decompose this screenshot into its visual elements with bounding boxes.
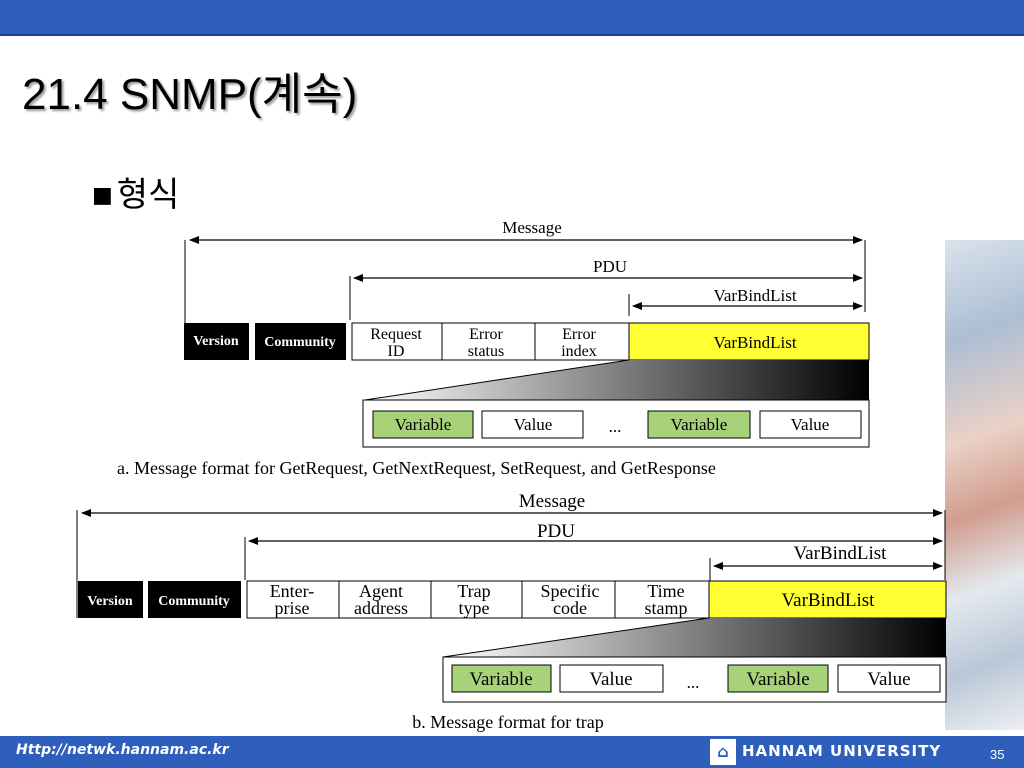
pdu-label: PDU [593,257,627,276]
varbind-variable [451,664,552,693]
field-label-line: code [553,598,587,618]
field-label-line: Enter- [270,581,315,601]
footer-university: HANNAM UNIVERSITY [742,742,942,760]
field-label-line: stamp [645,598,688,618]
top-bar-divider [0,34,1024,36]
field-varbindlist-label: VarBindList [713,333,796,352]
diagram-b: Message PDU VarBindList Version Communit… [76,491,947,732]
varbind-value-label: Value [589,669,632,690]
varbindlist-label: VarBindList [794,543,888,564]
varbind-ellipsis: ... [687,673,700,692]
expansion-edge [442,617,710,658]
varbind-value-label: Value [514,415,553,434]
bullet-square-icon: ■ [92,183,113,208]
message-label: Message [502,218,561,237]
footer-url: Http://netwk.hannam.ac.kr [16,742,229,758]
varbind-variable [647,410,751,439]
varbind-variable-label: Variable [671,415,728,434]
varbind-variable [372,410,474,439]
field-label-line: Error [562,326,596,343]
field-label-line: address [354,598,408,618]
varbind-ellipsis: ... [609,417,622,436]
field-label-line: Specific [541,581,600,601]
varbind-value [559,664,664,693]
varbind-variable-label: Variable [395,415,452,434]
field-varbindlist [708,580,947,619]
field-agent-address [338,580,432,619]
field-community-label: Community [158,594,230,609]
page-number: 35 [990,747,1005,762]
message-label: Message [519,491,585,512]
field-community [148,581,241,618]
varbindlist-label: VarBindList [713,286,796,305]
varbind-variable-label: Variable [469,669,532,690]
footer-bar [0,736,1024,768]
field-label-line: type [459,598,490,618]
pdu-label: PDU [537,521,575,542]
field-version [78,581,143,618]
field-label-line: status [468,343,504,360]
varbind-variable [727,664,829,693]
varbind-value [759,410,862,439]
expansion-edge [364,359,630,401]
expansion-wedge [443,618,946,657]
field-community [255,323,346,360]
field-version [184,323,249,360]
diagram-a: Message PDU VarBindList Version Communit… [117,218,870,478]
varbind-value [481,410,584,439]
field-version-label: Version [193,334,239,349]
caption-a: a. Message format for GetRequest, GetNex… [117,458,716,478]
field-varbindlist-label: VarBindList [782,590,876,611]
field-error-index [534,322,630,361]
bullet-item: ■형식 [92,167,179,216]
field-label-line: index [561,343,597,360]
field-community-label: Community [264,335,336,350]
caption-b: b. Message format for trap [412,712,603,732]
varbind-value-label: Value [867,669,910,690]
field-label-line: Agent [359,581,403,601]
bullet-text: 형식 [116,175,180,215]
field-specific-code [521,580,616,619]
field-label-line: ID [388,343,405,360]
university-logo-icon: ⌂ [710,739,736,765]
field-label-line: Error [469,326,503,343]
field-label-line: Time [647,581,684,601]
decorative-background-image [945,240,1024,730]
field-version-label: Version [87,594,133,609]
varbind-value [837,664,941,693]
expansion-wedge [365,360,869,400]
varbind-value-label: Value [791,415,830,434]
field-label-line: prise [275,598,310,618]
field-time-stamp [614,580,710,619]
field-varbindlist [628,322,870,361]
top-bar [0,0,1024,34]
field-label-line: Trap [457,581,490,601]
field-label-line: Request [370,326,422,343]
varbind-variable-label: Variable [746,669,809,690]
slide-title: 21.4 SNMP(계속) [22,70,358,119]
